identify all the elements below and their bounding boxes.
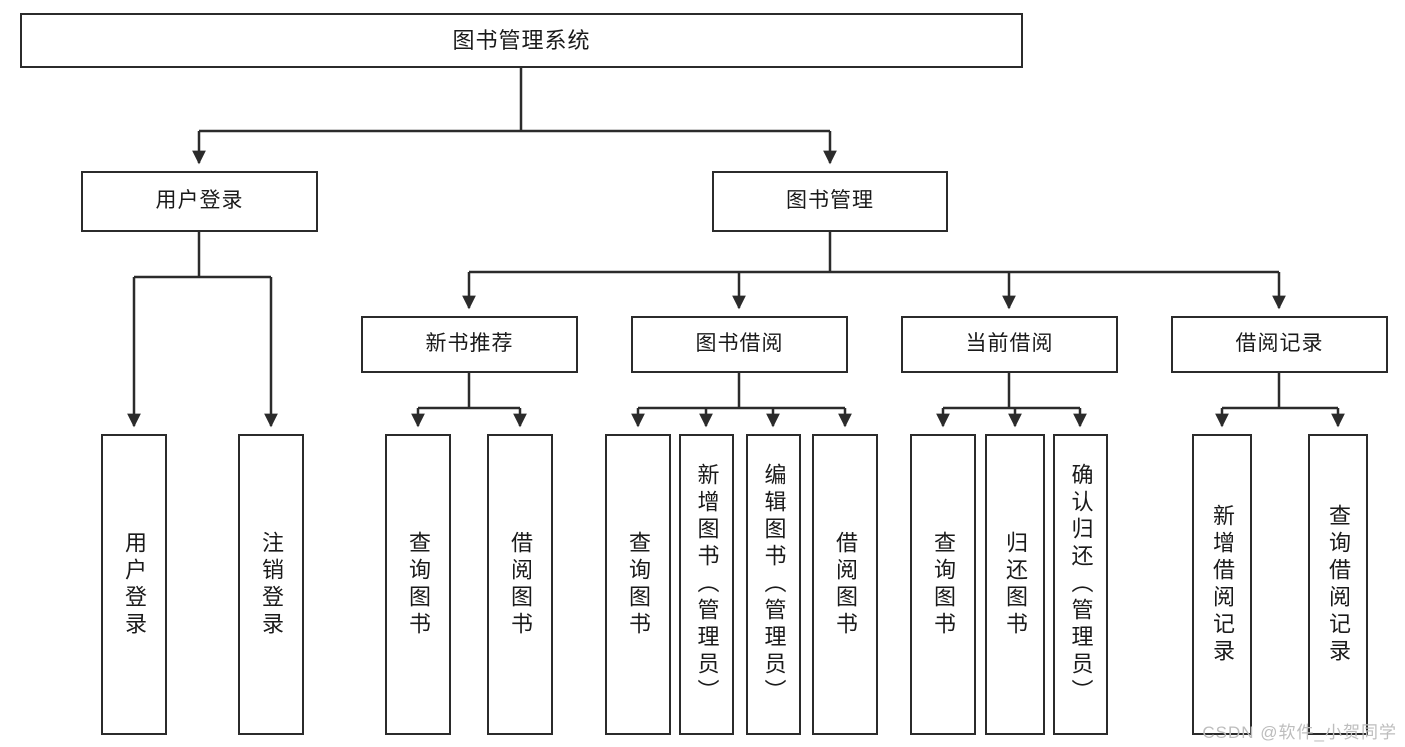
leaf-edit-book-admin-label: 编辑图书（管理员） — [761, 463, 787, 706]
leaf-query-book-current[interactable]: 查询图书 — [910, 434, 976, 735]
leaf-query-book-current-label: 查询图书 — [931, 530, 956, 639]
leaf-return-book-label: 归还图书 — [1003, 530, 1028, 639]
leaf-query-book-borrow-label: 查询图书 — [626, 530, 651, 639]
leaf-borrow-book[interactable]: 借阅图书 — [812, 434, 878, 735]
leaf-user-login[interactable]: 用户登录 — [101, 434, 167, 735]
leaf-add-book-admin-label: 新增图书（管理员） — [694, 463, 720, 706]
node-book-borrow[interactable]: 图书借阅 — [631, 316, 848, 373]
leaf-user-login-label: 用户登录 — [122, 530, 147, 639]
node-user-login-label: 用户登录 — [155, 189, 244, 213]
node-user-login[interactable]: 用户登录 — [81, 171, 318, 232]
node-current-borrow-label: 当前借阅 — [965, 332, 1054, 356]
leaf-user-logout[interactable]: 注销登录 — [238, 434, 304, 735]
leaf-borrow-book-recommend-label: 借阅图书 — [508, 530, 533, 639]
node-borrow-record[interactable]: 借阅记录 — [1171, 316, 1388, 373]
leaf-confirm-return-admin-label: 确认归还（管理员） — [1068, 463, 1094, 706]
node-book-manage[interactable]: 图书管理 — [712, 171, 948, 232]
leaf-add-borrow-record-label: 新增借阅记录 — [1210, 503, 1235, 666]
node-new-book-rec[interactable]: 新书推荐 — [361, 316, 578, 373]
node-current-borrow[interactable]: 当前借阅 — [901, 316, 1118, 373]
leaf-edit-book-admin[interactable]: 编辑图书（管理员） — [746, 434, 801, 735]
watermark: CSDN @软件_小贺同学 — [1202, 723, 1397, 742]
leaf-user-logout-label: 注销登录 — [259, 530, 284, 639]
leaf-query-borrow-record-label: 查询借阅记录 — [1326, 503, 1351, 666]
leaf-add-book-admin[interactable]: 新增图书（管理员） — [679, 434, 734, 735]
leaf-query-book-borrow[interactable]: 查询图书 — [605, 434, 671, 735]
leaf-query-book-recommend[interactable]: 查询图书 — [385, 434, 451, 735]
node-root-label: 图书管理系统 — [452, 27, 591, 53]
leaf-add-borrow-record[interactable]: 新增借阅记录 — [1192, 434, 1252, 735]
leaf-confirm-return-admin[interactable]: 确认归还（管理员） — [1053, 434, 1108, 735]
node-new-book-rec-label: 新书推荐 — [425, 332, 514, 356]
leaf-return-book[interactable]: 归还图书 — [985, 434, 1045, 735]
node-root[interactable]: 图书管理系统 — [20, 13, 1023, 68]
node-borrow-record-label: 借阅记录 — [1235, 332, 1324, 356]
leaf-borrow-book-label: 借阅图书 — [833, 530, 858, 639]
leaf-query-book-recommend-label: 查询图书 — [406, 530, 431, 639]
leaf-borrow-book-recommend[interactable]: 借阅图书 — [487, 434, 553, 735]
node-book-manage-label: 图书管理 — [786, 189, 874, 213]
leaf-query-borrow-record[interactable]: 查询借阅记录 — [1308, 434, 1368, 735]
node-book-borrow-label: 图书借阅 — [695, 332, 784, 356]
